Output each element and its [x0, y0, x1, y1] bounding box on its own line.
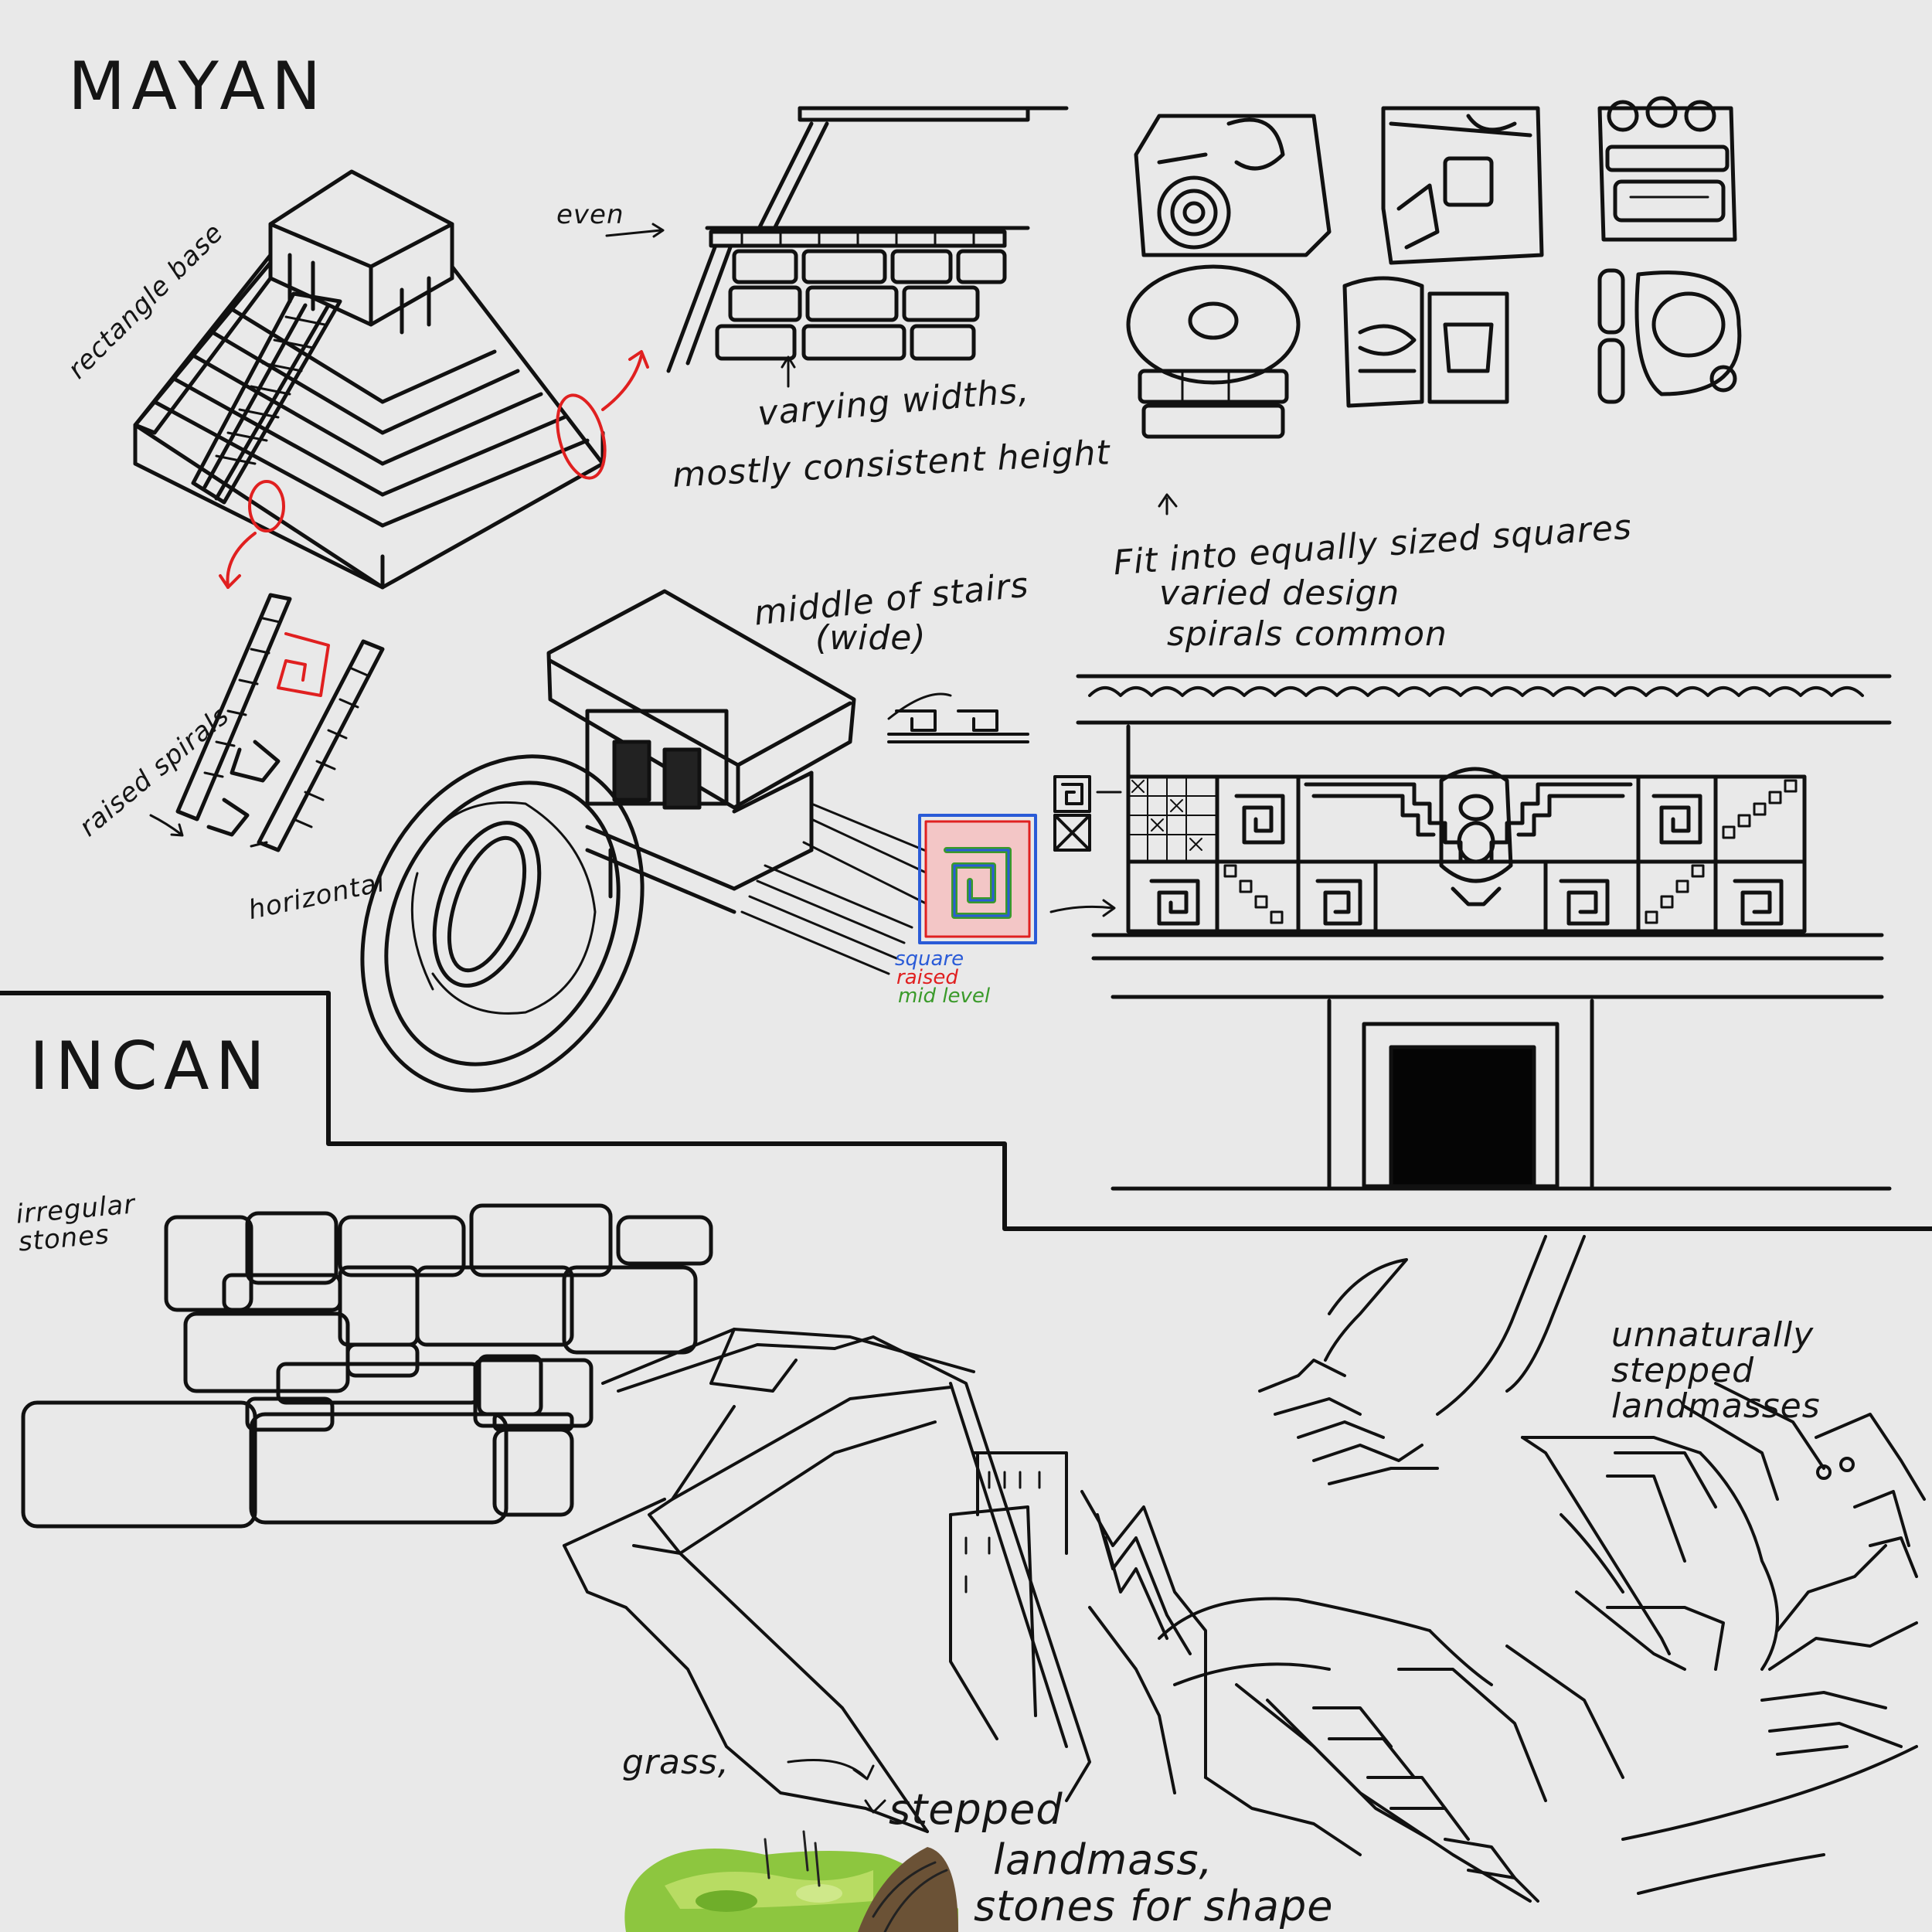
section-title-mayan: MAYAN — [68, 48, 328, 125]
section-title-incan: INCAN — [29, 1028, 271, 1105]
red-highlight-marks — [219, 350, 649, 589]
round-carved-stone — [360, 754, 645, 1093]
note-landmass: landmass, — [993, 1835, 1213, 1884]
stair-spiral-detail — [175, 593, 385, 852]
note-varied-design: varied design — [1159, 573, 1400, 613]
note-spirals-common: spirals common — [1167, 614, 1447, 654]
mayan-wall-detail — [605, 106, 1069, 388]
legend-mid-level: mid level — [898, 985, 991, 1008]
legend-raised: raised — [896, 966, 958, 989]
colored-spiral-legend-box — [918, 814, 1116, 944]
mayan-pyramid-sketch — [133, 169, 605, 590]
grass-landmass-swatch — [624, 1830, 958, 1932]
note-even: even — [556, 199, 624, 230]
glyph-blocks — [1126, 96, 1742, 515]
note-stepped: stepped — [889, 1785, 1063, 1834]
spiral-motif-sketches — [887, 709, 1122, 852]
red-spiral-mark — [277, 632, 330, 697]
mayan-frieze-facade — [1076, 674, 1892, 1191]
incan-terraced-landscape — [563, 1235, 1926, 1903]
note-wide: (wide) — [815, 618, 927, 658]
note-unnaturally-stepped: unnaturally stepped landmasses — [1611, 1315, 1821, 1426]
section-divider — [0, 991, 1932, 1231]
note-stones-for-shape: stones for shape — [974, 1882, 1334, 1930]
note-grass: grass, — [622, 1743, 730, 1782]
incan-stone-wall — [21, 1203, 713, 1529]
stair-altar-sketch — [546, 589, 952, 975]
legend-square: square — [895, 947, 964, 971]
